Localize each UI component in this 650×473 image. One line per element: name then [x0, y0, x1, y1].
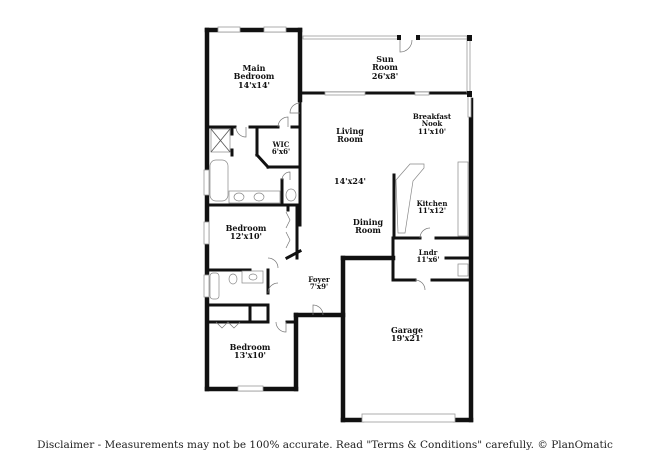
room-name: Foyer	[308, 275, 330, 284]
doors	[215, 39, 431, 333]
room-label-living-room-dims: 14'x24'	[334, 176, 366, 186]
room-label-main-bedroom: Main Bedroom 14'x14'	[233, 63, 275, 90]
room-name: WIC	[272, 140, 290, 149]
room-name: Nook	[421, 119, 443, 129]
room-name: Room	[355, 225, 381, 236]
room-name: Lndr	[418, 248, 438, 257]
windows	[203, 26, 472, 423]
room-name: Breakfast	[412, 112, 452, 121]
room-label-garage: Garage 19'x21'	[391, 326, 423, 343]
room-dimensions: 11'x12'	[418, 206, 446, 216]
room-label-living-room: Living Room	[336, 127, 364, 144]
room-name: Bedroom	[225, 223, 267, 233]
room-dimensions: 6'x6'	[271, 147, 291, 157]
room-name: Living	[336, 126, 364, 136]
room-dimensions: 14'x14'	[238, 79, 270, 90]
room-label-laundry: Lndr 11'x6'	[416, 249, 439, 264]
room-dimensions: 11'x10'	[418, 126, 446, 136]
room-name: Room	[337, 134, 363, 145]
room-name: Main	[242, 63, 266, 73]
room-name: Garage	[390, 325, 424, 335]
room-label-sun-room: Sun Room 26'x8'	[371, 54, 399, 81]
room-dimensions: 7'x9'	[309, 282, 329, 292]
room-dimensions: 19'x21'	[391, 333, 423, 344]
interior-walls	[205, 98, 472, 324]
room-label-kitchen: Kitchen 11'x12'	[417, 200, 448, 215]
disclaimer-text: Disclaimer - Measurements may not be 100…	[37, 439, 613, 451]
room-name: Dining	[352, 217, 384, 227]
room-dimensions: 13'x10'	[234, 350, 266, 361]
room-name: Kitchen	[416, 199, 448, 208]
room-label-bedroom-2: Bedroom 12'x10'	[226, 224, 267, 241]
room-label-foyer: Foyer 7'x9'	[308, 276, 329, 291]
room-name: Sun	[376, 54, 394, 64]
room-dimensions: 14'x24'	[334, 176, 366, 186]
room-label-breakfast-nook: Breakfast Nook 11'x10'	[413, 113, 451, 135]
room-dimensions: 11'x6'	[416, 255, 440, 265]
room-label-wic: WIC 6'x6'	[272, 141, 290, 156]
room-name: Room	[372, 62, 398, 73]
room-label-bedroom-3: Bedroom 13'x10'	[230, 343, 271, 360]
room-dimensions: 12'x10'	[230, 231, 262, 242]
room-dimensions: 26'x8'	[371, 70, 399, 81]
room-name: Bedroom	[233, 71, 275, 82]
room-label-dining-room: Dining Room	[353, 218, 383, 235]
room-name: Bedroom	[229, 342, 271, 352]
